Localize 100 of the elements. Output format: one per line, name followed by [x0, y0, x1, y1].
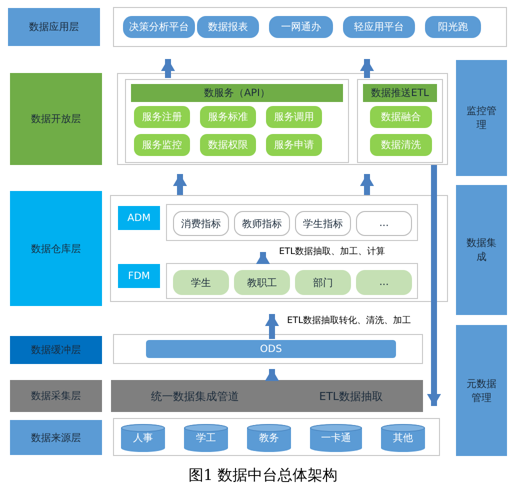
indicator-label: 学生指标	[303, 218, 343, 230]
service-label: 数据权限	[208, 138, 248, 152]
indicator-pill	[356, 211, 412, 236]
entity-pill	[234, 270, 290, 295]
layer-label: 数据应用层	[29, 20, 79, 34]
indicator-panel	[166, 204, 418, 241]
arrow	[265, 314, 279, 339]
app-label: 决策分析平台	[129, 20, 189, 34]
service-label: 服务监控	[142, 139, 182, 152]
service-label: 数据融合	[381, 110, 421, 124]
side-label: 数据集成	[466, 237, 498, 264]
arrow	[360, 174, 374, 195]
database-label: 一卡通	[321, 432, 351, 445]
app-pill	[197, 16, 259, 38]
group-heading: 数据推送ETL	[363, 84, 437, 102]
service-pill	[266, 106, 322, 128]
entity-label: 教职工	[247, 276, 277, 290]
app-label: 数据报表	[208, 20, 248, 34]
side-panel	[456, 60, 507, 176]
database-cylinder	[247, 424, 291, 452]
band-label: ETL数据抽取	[319, 388, 383, 404]
edge-label: ETL数据抽取转化、清洗、加工	[286, 314, 412, 327]
app-label: 阳光跑	[438, 20, 468, 34]
layer-label: 数据仓库层	[31, 242, 81, 256]
entity-panel	[166, 263, 418, 299]
database-cylinder	[184, 424, 228, 452]
service-pill	[134, 106, 190, 128]
figure-caption: 图1 数据中台总体架构	[187, 466, 339, 485]
indicator-pill	[173, 211, 229, 236]
service-pill	[370, 134, 432, 156]
entity-pill	[173, 270, 229, 295]
side-panel	[456, 185, 507, 315]
layer-label: 数据采集层	[31, 390, 81, 403]
app-pill	[343, 16, 415, 38]
app-label: 一网通办	[281, 20, 321, 34]
arrow	[173, 174, 187, 195]
layer-label: 数据来源层	[31, 432, 81, 444]
layer-label	[10, 73, 102, 165]
service-pill	[134, 134, 190, 156]
layer-label: FDM	[128, 270, 150, 282]
entity-pill	[295, 270, 351, 295]
service-label: 数据清洗	[381, 138, 421, 152]
indicator-pill	[234, 211, 290, 236]
layer-label	[10, 380, 102, 412]
group-heading: 数服务（API）	[131, 84, 343, 102]
database-cylinder	[310, 424, 362, 452]
arrow	[360, 59, 374, 78]
side-label: 监控管理	[466, 105, 498, 132]
database-label: 教务	[259, 432, 279, 445]
entity-label: ...	[379, 277, 389, 288]
edge-label: ETL数据抽取、加工、计算	[278, 245, 386, 258]
buffer-panel	[113, 334, 423, 364]
database-label: 学工	[196, 432, 216, 445]
database-cylinder	[381, 424, 425, 452]
layer-label: 数据缓冲层	[31, 344, 81, 357]
collection-band	[111, 380, 423, 412]
layer-label	[10, 336, 102, 364]
indicator-label: ...	[379, 218, 389, 229]
app-pill	[425, 16, 481, 38]
layer-tag	[118, 264, 160, 288]
indicator-label: 消费指标	[181, 218, 221, 230]
arrow	[265, 369, 279, 381]
service-label: 服务调用	[274, 111, 314, 124]
service-pill	[200, 134, 256, 156]
database-cylinder	[121, 424, 165, 452]
database-label: 人事	[133, 432, 153, 445]
service-pill	[266, 134, 322, 156]
ods-bar	[146, 340, 396, 358]
arrow	[256, 252, 270, 264]
service-pill	[370, 106, 432, 128]
entity-label: 部门	[313, 276, 333, 290]
layer-tag	[118, 206, 160, 230]
ods-label: ODS	[260, 344, 282, 354]
layer-label	[10, 191, 102, 306]
application-panel	[113, 7, 507, 47]
layer-label	[10, 420, 102, 455]
arrow	[427, 165, 441, 406]
entity-pill	[356, 270, 412, 295]
service-group	[125, 79, 349, 163]
side-panel	[456, 325, 507, 456]
source-panel	[113, 418, 440, 456]
indicator-label: 教师指标	[242, 218, 282, 230]
indicator-pill	[295, 211, 351, 236]
service-label: 服务标准	[208, 110, 248, 124]
app-label: 轻应用平台	[354, 20, 404, 34]
service-label: 服务申请	[274, 138, 314, 152]
service-label: 服务注册	[142, 110, 182, 124]
band-label: 统一数据集成管道	[151, 388, 240, 404]
layer-label: ADM	[127, 212, 151, 224]
database-label: 其他	[393, 432, 413, 445]
open-panel	[117, 73, 448, 165]
layer-label: 数据开放层	[31, 113, 81, 126]
side-label: 元数据管理	[466, 378, 498, 404]
layer-label	[8, 8, 100, 46]
push-group	[357, 79, 443, 163]
app-pill	[269, 16, 333, 38]
app-pill	[123, 16, 195, 38]
arrow	[161, 59, 175, 78]
entity-label: 学生	[191, 276, 211, 290]
warehouse-panel	[110, 195, 448, 302]
